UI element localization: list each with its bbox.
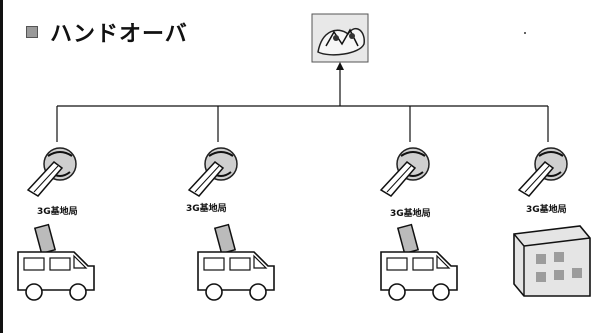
left-border <box>0 0 3 333</box>
station-label: 3G基地局 <box>526 205 567 215</box>
base-station-icon <box>26 147 77 197</box>
base-station-icon <box>379 147 430 197</box>
station-label: 3G基地局 <box>37 207 78 217</box>
van-icon <box>380 223 458 301</box>
network-cloud-icon <box>311 13 369 63</box>
station-label: 3G基地局 <box>390 209 431 219</box>
title-area: ハンドオーバ <box>26 16 188 48</box>
van-icon <box>17 223 95 301</box>
station-label: 3G基地局 <box>186 204 227 214</box>
van-icon <box>197 223 275 301</box>
base-station-icon <box>517 147 568 197</box>
base-station-icon <box>187 147 238 197</box>
building-icon <box>513 225 591 297</box>
square-bullet-icon <box>26 26 38 38</box>
page-title: ハンドオーバ <box>50 22 188 47</box>
connector-lines <box>56 62 549 142</box>
artifact-dot <box>524 32 526 34</box>
